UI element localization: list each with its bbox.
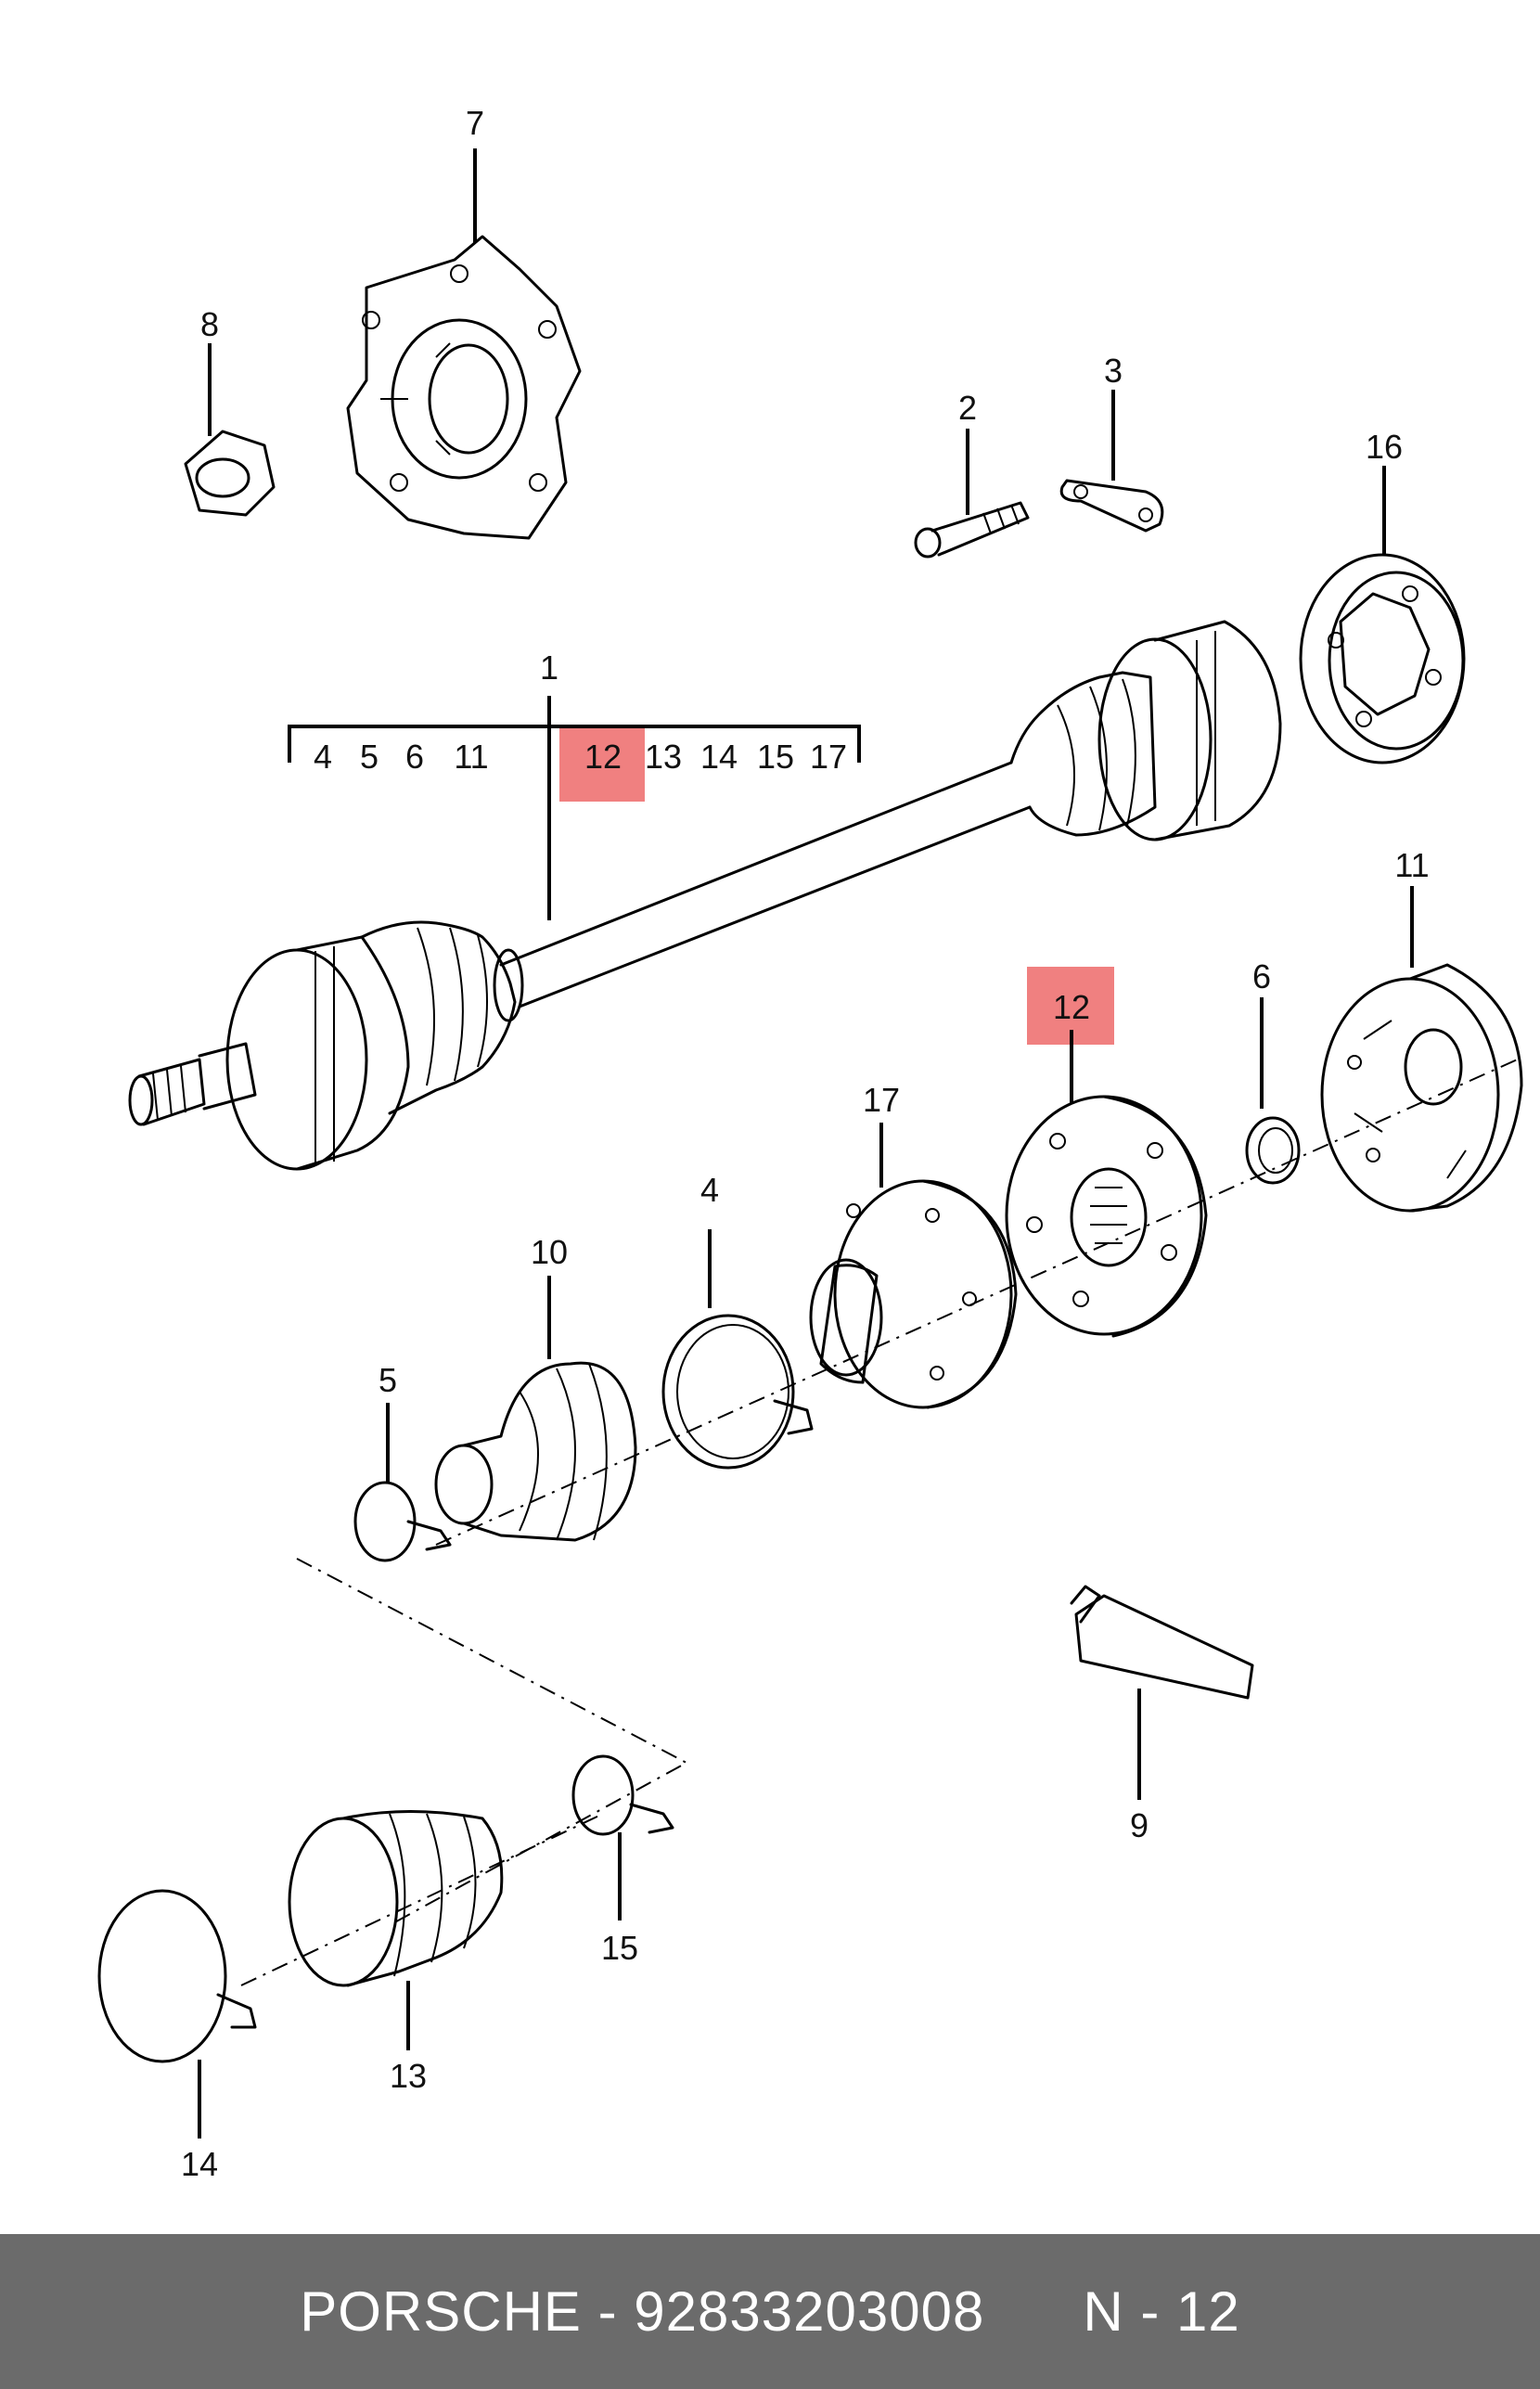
label-4: 4: [700, 1171, 719, 1209]
part-12-cv-joint: [1005, 1095, 1208, 1338]
kit-item: 4: [314, 738, 332, 776]
label-10: 10: [531, 1233, 568, 1271]
part-14-clamp: [97, 1889, 257, 2063]
part-4-clamp: [661, 1314, 814, 1470]
footer-bar: PORSCHE - 92833203008 N - 12: [0, 2234, 1540, 2389]
label-3: 3: [1104, 352, 1123, 390]
label-16: 16: [1366, 428, 1403, 466]
part-17-cover: [809, 1179, 1018, 1409]
kit-item-highlighted: 12: [584, 738, 622, 776]
footer-separator: -: [581, 2280, 635, 2343]
label-11: 11: [1394, 846, 1429, 884]
footer-brand: PORSCHE: [300, 2280, 582, 2343]
label-9: 9: [1130, 1806, 1149, 1844]
axis-line-lower: [240, 1558, 689, 1986]
label-13: 13: [390, 2057, 427, 2095]
part-13-boot: [288, 1810, 504, 1987]
footer-part-number: 92833203008: [634, 2280, 985, 2343]
label-17: 17: [863, 1081, 900, 1119]
exploded-parts-diagram: 7 8 2 3 16: [97, 104, 1523, 2183]
highlight-kit-12: [559, 726, 645, 802]
kit-item: 17: [810, 738, 847, 776]
label-1: 1: [540, 649, 558, 687]
kit-item: 14: [700, 738, 738, 776]
label-8: 8: [200, 305, 219, 343]
kit-bracket: [288, 696, 861, 920]
kit-list: 4 5 6 11 12 13 14 15 17: [314, 738, 847, 776]
footer-spacer: [984, 2280, 1083, 2344]
part-6-circlip: [1245, 1116, 1301, 1185]
kit-item: 6: [405, 738, 424, 776]
label-7: 7: [466, 104, 484, 142]
label-2: 2: [958, 389, 977, 427]
label-14: 14: [181, 2145, 218, 2183]
part-16-joint-cover: [1299, 553, 1466, 764]
part-1-drive-shaft: [128, 620, 1282, 1171]
label-5: 5: [379, 1361, 397, 1399]
part-8-nut: [184, 430, 276, 517]
label-6: 6: [1252, 957, 1271, 995]
part-7-flange: [346, 235, 582, 540]
kit-item: 5: [360, 738, 379, 776]
part-10-boot: [434, 1361, 637, 1542]
part-9-grease-tube: [1070, 1585, 1254, 1700]
kit-item: 11: [454, 738, 488, 776]
footer-page-ref: N - 12: [1083, 2280, 1240, 2343]
label-15: 15: [601, 1929, 638, 1967]
part-11-outer-joint: [1320, 963, 1523, 1213]
part-3-lock-plate: [1059, 479, 1164, 533]
kit-item: 13: [645, 738, 682, 776]
axis-line: [435, 1057, 1522, 1546]
label-12: 12: [1053, 988, 1090, 1026]
kit-item: 15: [757, 738, 794, 776]
part-5-clamp: [353, 1481, 452, 1562]
part-2-bolt: [914, 501, 1030, 559]
part-15-clamp: [571, 1754, 674, 1836]
